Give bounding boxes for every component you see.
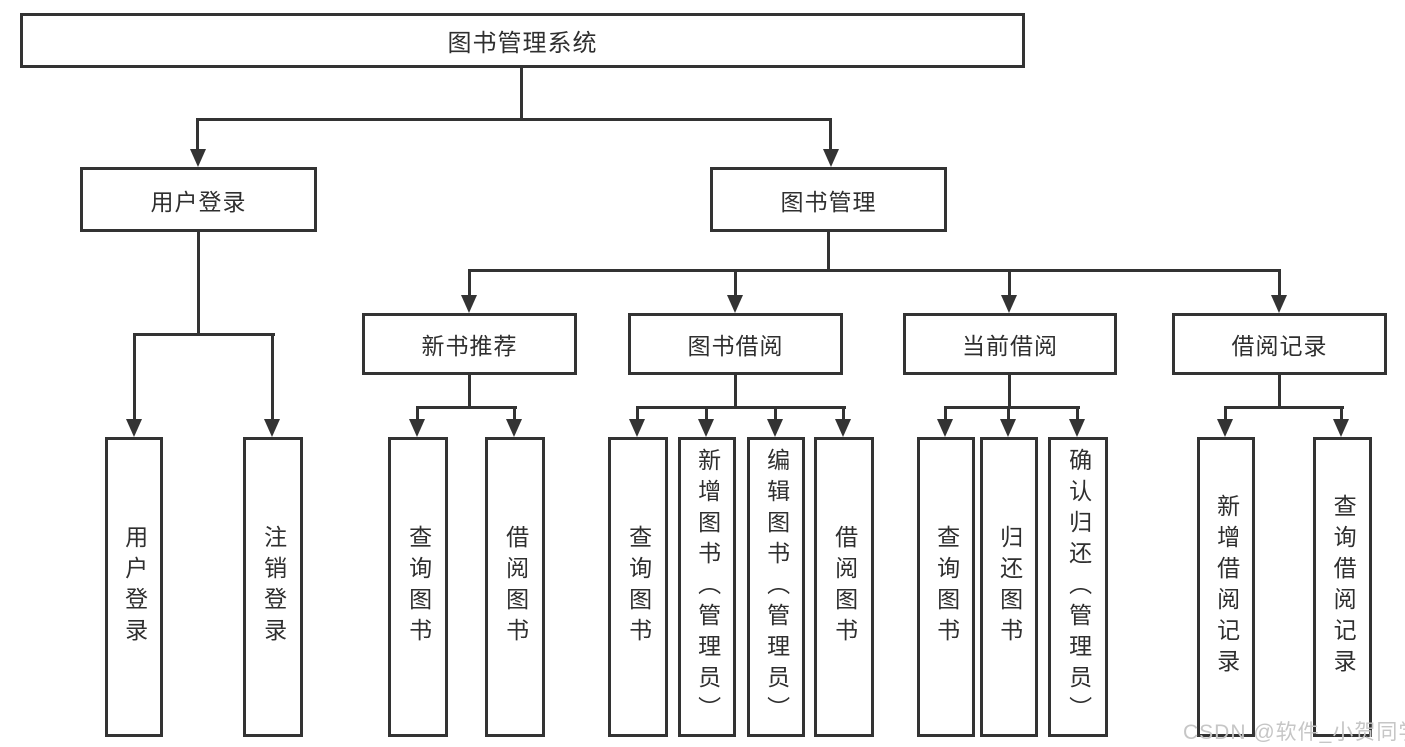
arrow-down-icon — [506, 419, 522, 437]
connector-line — [1224, 406, 1227, 422]
connector-line — [513, 406, 516, 422]
leaf-borrow-add-label: 新增图书（管理员） — [694, 447, 721, 727]
connector-line — [944, 406, 947, 422]
leaf-borrow-add: 新增图书（管理员） — [678, 437, 736, 737]
leaf-records-query-label: 查询借阅记录 — [1330, 494, 1357, 680]
connector-line — [133, 333, 136, 421]
connector-line — [636, 406, 846, 409]
leaf-newbook-borrow: 借阅图书 — [485, 437, 545, 737]
node-book-mgmt: 图书管理 — [710, 167, 947, 232]
leaf-borrow-edit-label: 编辑图书（管理员） — [763, 447, 790, 727]
connector-line — [944, 406, 1080, 409]
leaf-user-login: 用户登录 — [105, 437, 163, 737]
node-new-books-label: 新书推荐 — [421, 333, 518, 359]
node-root: 图书管理系统 — [20, 13, 1025, 68]
arrow-down-icon — [767, 419, 783, 437]
connector-line — [827, 232, 830, 272]
node-book-borrow-label: 图书借阅 — [687, 333, 784, 359]
arrow-down-icon — [1333, 419, 1349, 437]
node-root-label: 图书管理系统 — [447, 30, 598, 57]
arrow-down-icon — [727, 295, 743, 313]
arrow-down-icon — [264, 419, 280, 437]
connector-line — [829, 118, 832, 152]
connector-line — [636, 406, 639, 422]
leaf-logout: 注销登录 — [243, 437, 303, 737]
leaf-logout-label: 注销登录 — [260, 525, 287, 649]
arrow-down-icon — [461, 295, 477, 313]
arrow-down-icon — [1271, 295, 1287, 313]
leaf-current-query-label: 查询图书 — [933, 525, 960, 649]
connector-line — [1008, 269, 1011, 297]
node-book-borrow: 图书借阅 — [628, 313, 843, 375]
node-book-mgmt-label: 图书管理 — [780, 188, 877, 215]
connector-line — [1278, 375, 1281, 408]
leaf-newbook-query-label: 查询图书 — [405, 525, 432, 649]
connector-line — [468, 375, 471, 408]
connector-line — [734, 269, 737, 297]
arrow-down-icon — [823, 149, 839, 167]
connector-line — [1008, 375, 1011, 408]
connector-line — [133, 333, 275, 336]
leaf-current-query: 查询图书 — [917, 437, 975, 737]
leaf-newbook-query: 查询图书 — [388, 437, 448, 737]
leaf-borrow-borrow-label: 借阅图书 — [831, 525, 858, 649]
connector-line — [197, 232, 200, 333]
leaf-newbook-borrow-label: 借阅图书 — [502, 525, 529, 649]
leaf-current-confirm: 确认归还（管理员） — [1048, 437, 1108, 737]
leaf-borrow-borrow: 借阅图书 — [814, 437, 874, 737]
arrow-down-icon — [629, 419, 645, 437]
node-new-books: 新书推荐 — [362, 313, 577, 375]
arrow-down-icon — [190, 149, 206, 167]
connector-line — [416, 406, 517, 409]
connector-line — [1340, 406, 1343, 422]
csdn-watermark: CSDN @软件_小贺同学 — [1183, 721, 1405, 744]
connector-line — [468, 269, 1280, 272]
leaf-current-confirm-label: 确认归还（管理员） — [1065, 447, 1092, 727]
connector-line — [1224, 406, 1344, 409]
arrow-down-icon — [409, 419, 425, 437]
connector-line — [774, 406, 777, 422]
node-user-login-label: 用户登录 — [150, 188, 247, 215]
connector-line — [196, 118, 832, 121]
connector-line — [1007, 406, 1010, 422]
node-borrow-records: 借阅记录 — [1172, 313, 1387, 375]
connector-line — [468, 269, 471, 297]
leaf-records-add-label: 新增借阅记录 — [1213, 494, 1240, 680]
node-user-login: 用户登录 — [80, 167, 317, 232]
connector-line — [1076, 406, 1079, 422]
leaf-borrow-query: 查询图书 — [608, 437, 668, 737]
arrow-down-icon — [1069, 419, 1085, 437]
leaf-current-return: 归还图书 — [980, 437, 1038, 737]
arrow-down-icon — [835, 419, 851, 437]
connector-line — [271, 333, 274, 421]
leaf-user-login-label: 用户登录 — [121, 525, 148, 649]
arrow-down-icon — [126, 419, 142, 437]
connector-line — [196, 118, 199, 152]
node-borrow-records-label: 借阅记录 — [1231, 333, 1328, 359]
connector-line — [705, 406, 708, 422]
arrow-down-icon — [698, 419, 714, 437]
leaf-records-add: 新增借阅记录 — [1197, 437, 1255, 737]
node-current-borrow-label: 当前借阅 — [962, 333, 1058, 359]
arrow-down-icon — [1001, 295, 1017, 313]
arrow-down-icon — [1000, 419, 1016, 437]
node-current-borrow: 当前借阅 — [903, 313, 1117, 375]
arrow-down-icon — [937, 419, 953, 437]
connector-line — [842, 406, 845, 422]
connector-line — [520, 68, 523, 118]
connector-line — [416, 406, 419, 422]
connector-line — [734, 375, 737, 408]
leaf-borrow-edit: 编辑图书（管理员） — [747, 437, 805, 737]
arrow-down-icon — [1217, 419, 1233, 437]
leaf-borrow-query-label: 查询图书 — [625, 525, 652, 649]
leaf-records-query: 查询借阅记录 — [1313, 437, 1372, 737]
leaf-current-return-label: 归还图书 — [996, 525, 1023, 649]
connector-line — [1278, 269, 1281, 297]
